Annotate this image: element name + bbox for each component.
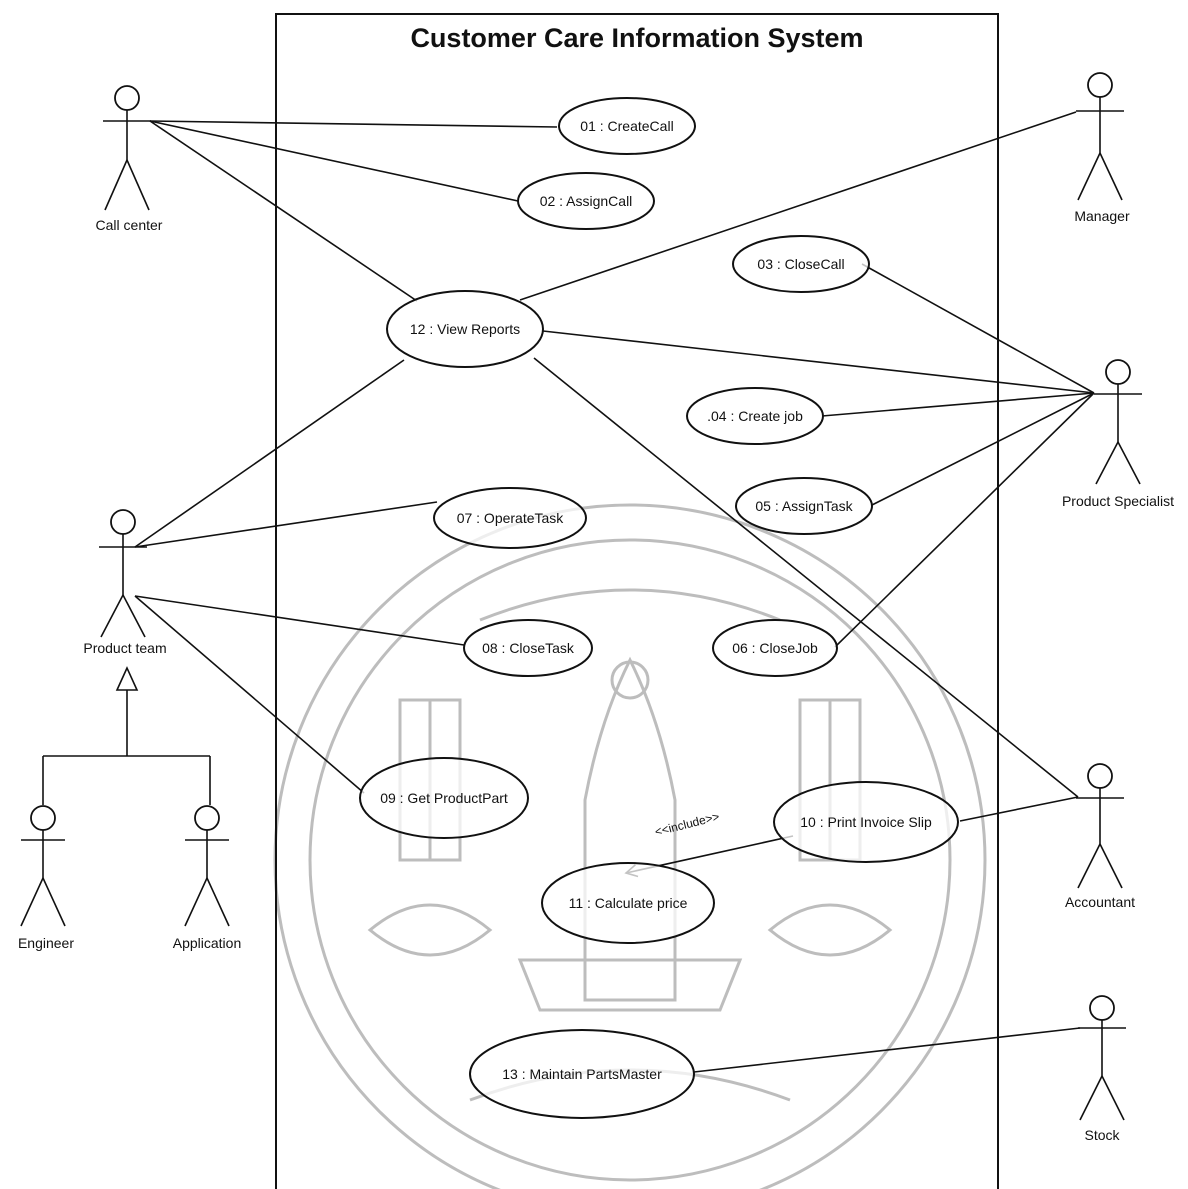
svg-text:Call center: Call center (96, 217, 163, 233)
svg-text:10 : Print Invoice Slip: 10 : Print Invoice Slip (800, 814, 932, 830)
use-case-09[interactable]: 09 : Get ProductPart (359, 757, 529, 839)
svg-text:Stock: Stock (1084, 1127, 1120, 1143)
system-title: Customer Care Information System (410, 23, 863, 53)
use-case-06[interactable]: 06 : CloseJob (712, 619, 838, 677)
use-case-12[interactable]: 12 : View Reports (386, 290, 544, 368)
svg-text:11 : Calculate price: 11 : Calculate price (569, 895, 688, 911)
svg-text:12 : View Reports: 12 : View Reports (410, 321, 520, 337)
svg-text:06 : CloseJob: 06 : CloseJob (732, 640, 818, 656)
include-label: <<include>> (653, 809, 720, 839)
svg-text:Product team: Product team (83, 640, 166, 656)
actor-stock[interactable]: Stock (1078, 995, 1126, 1143)
use-case-07[interactable]: 07 : OperateTask (433, 487, 587, 549)
generalization (42, 666, 211, 805)
actor-product-specialist[interactable]: Product Specialist (1062, 359, 1174, 509)
actor-call-center[interactable]: Call center (96, 85, 163, 233)
svg-text:.04 : Create job: .04 : Create job (707, 408, 803, 424)
stick-figure-icon (20, 805, 66, 927)
stick-figure-icon (103, 85, 151, 211)
use-case-03[interactable]: 03 : CloseCall (732, 235, 870, 293)
svg-text:Engineer: Engineer (18, 935, 74, 951)
actor-engineer[interactable]: Engineer (18, 805, 74, 951)
use-case-04[interactable]: .04 : Create job (686, 387, 824, 445)
svg-text:09 : Get ProductPart: 09 : Get ProductPart (380, 790, 508, 806)
svg-text:02 : AssignCall: 02 : AssignCall (540, 193, 633, 209)
actor-accountant[interactable]: Accountant (1065, 763, 1135, 910)
use-case-11[interactable]: 11 : Calculate price (541, 862, 715, 944)
use-case-13[interactable]: 13 : Maintain PartsMaster (469, 1029, 695, 1119)
stick-figure-icon (1076, 763, 1124, 889)
svg-text:13 : Maintain PartsMaster: 13 : Maintain PartsMaster (502, 1066, 662, 1082)
svg-text:Accountant: Accountant (1065, 894, 1135, 910)
stick-figure-icon (99, 509, 147, 638)
actor-product-team[interactable]: Product team (83, 509, 167, 656)
svg-text:Manager: Manager (1074, 208, 1130, 224)
generalization-arrowhead (115, 666, 139, 691)
stick-figure-icon (1078, 995, 1126, 1121)
use-case-02[interactable]: 02 : AssignCall (517, 172, 655, 230)
actor-application[interactable]: Application (173, 805, 242, 951)
associations (134, 111, 1095, 1073)
svg-text:05 : AssignTask: 05 : AssignTask (755, 498, 853, 514)
system-boundary (275, 13, 999, 1189)
use-case-01[interactable]: 01 : CreateCall (558, 97, 696, 155)
svg-text:Product Specialist: Product Specialist (1062, 493, 1174, 509)
svg-text:01 : CreateCall: 01 : CreateCall (580, 118, 673, 134)
stick-figure-icon (1076, 72, 1124, 201)
stick-figure-icon (184, 805, 230, 927)
stick-figure-icon (1094, 359, 1142, 485)
use-case-08[interactable]: 08 : CloseTask (463, 619, 593, 677)
svg-text:07 : OperateTask: 07 : OperateTask (457, 510, 565, 526)
svg-text:03 : CloseCall: 03 : CloseCall (757, 256, 844, 272)
svg-text:08 : CloseTask: 08 : CloseTask (482, 640, 575, 656)
use-case-10[interactable]: 10 : Print Invoice Slip (773, 781, 959, 863)
use-case-05[interactable]: 05 : AssignTask (735, 477, 873, 535)
actor-manager[interactable]: Manager (1074, 72, 1130, 224)
svg-text:Application: Application (173, 935, 242, 951)
